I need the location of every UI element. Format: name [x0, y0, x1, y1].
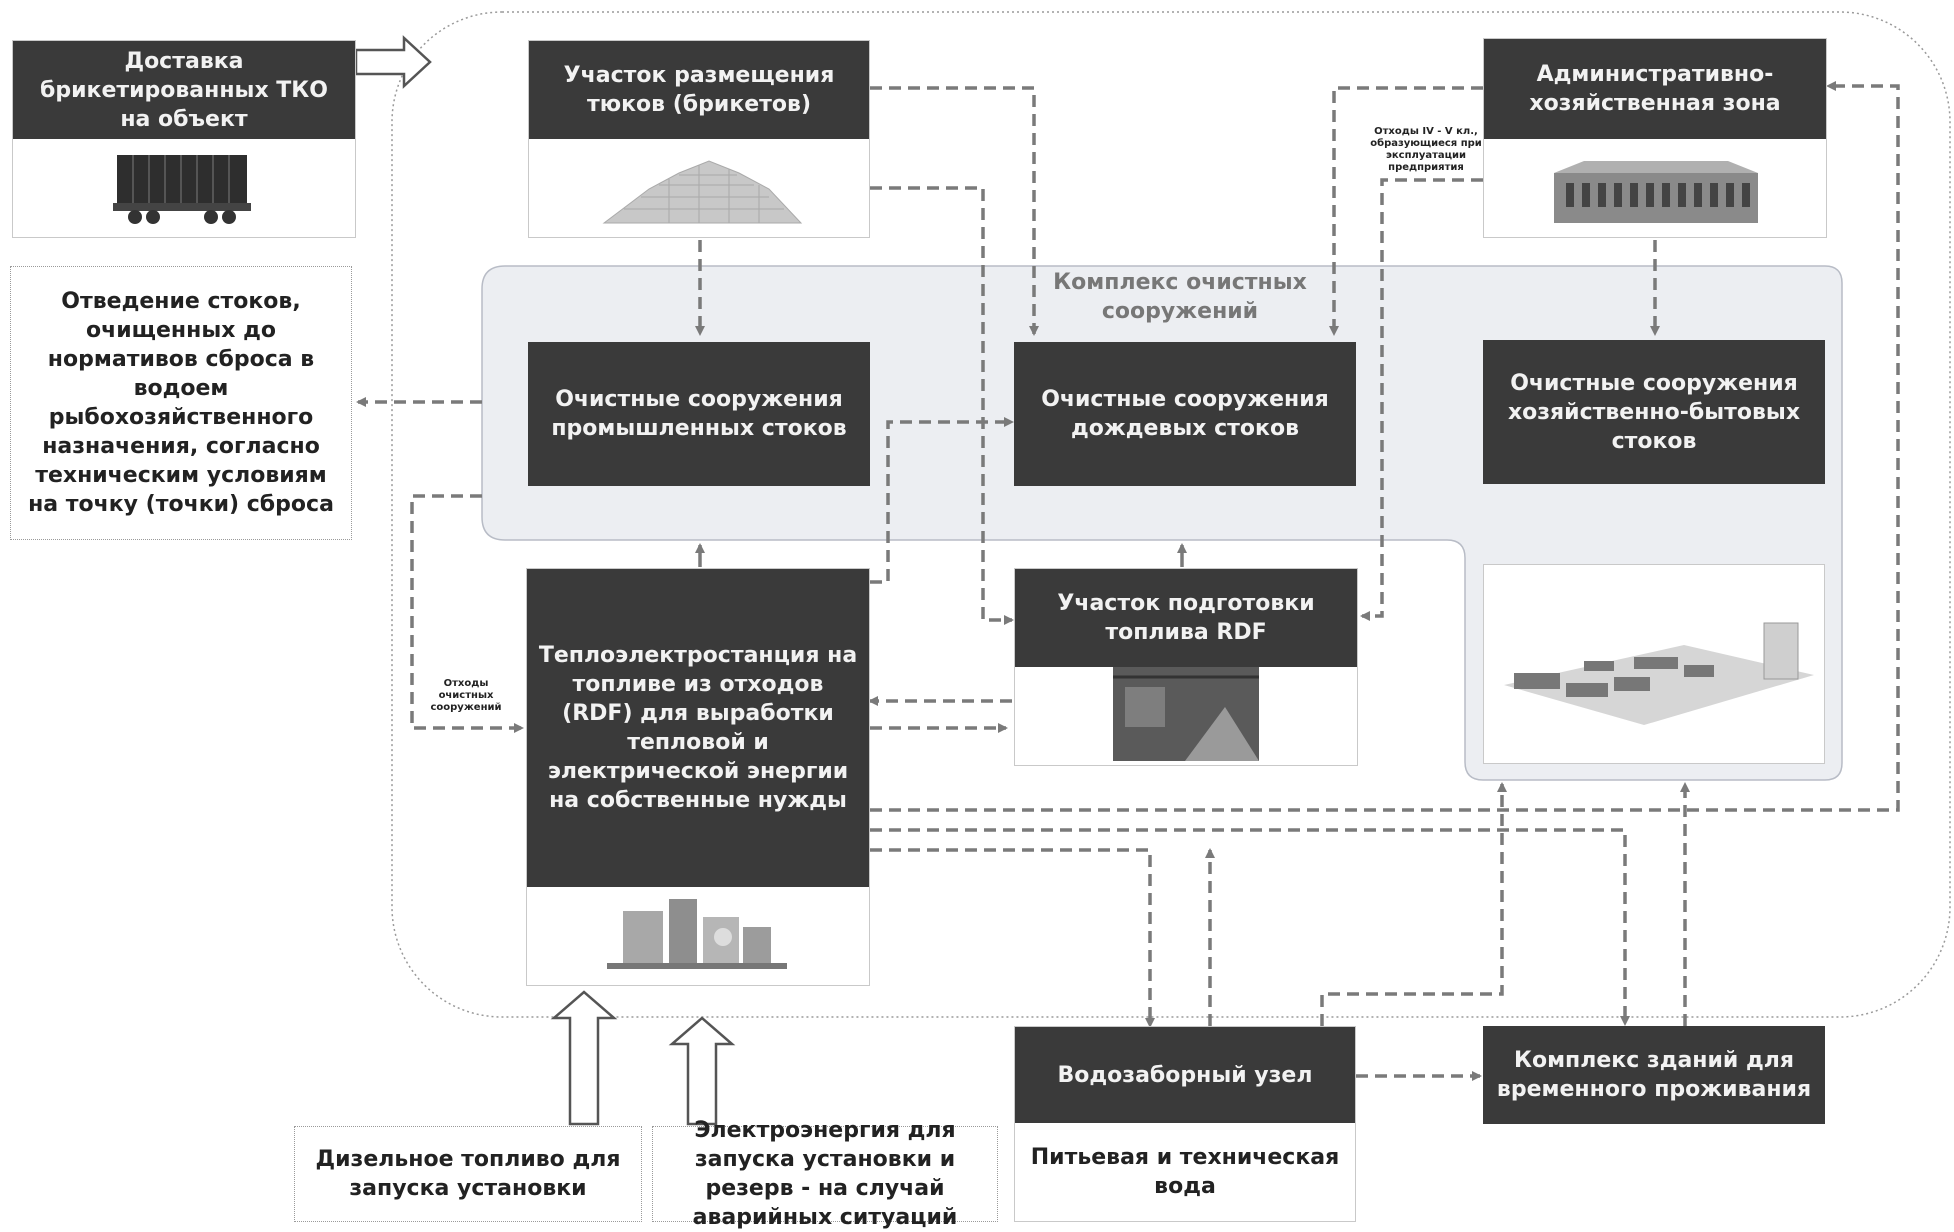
bales-title: Участок размещения тюков (брикетов): [529, 41, 869, 139]
admin-card: Административно-хозяйственная зона: [1483, 38, 1827, 238]
rdf-card: Участок подготовки топлива RDF: [1014, 568, 1358, 766]
electric-text: Электроэнергия для запуска установки и р…: [652, 1118, 998, 1230]
diesel-arrow: [550, 990, 618, 1126]
site-boundary: [391, 11, 1951, 1018]
rdf-title: Участок подготовки топлива RDF: [1015, 569, 1357, 667]
water-intake-card: Водозаборный узел Питьевая и техническая…: [1014, 1026, 1356, 1222]
industrial-treatment-title: Очистные сооружения промышленных стоков: [528, 342, 870, 486]
admin-title: Административно-хозяйственная зона: [1484, 39, 1826, 139]
rain-treatment-card: Очистные сооружения дождевых стоков: [1014, 342, 1356, 486]
industrial-treatment-card: Очистные сооружения промышленных стоков: [528, 342, 870, 486]
housing-card: Комплекс зданий для временного проживани…: [1483, 1026, 1825, 1124]
diesel-text: Дизельное топливо для запуска установки: [294, 1126, 642, 1222]
bales-card: Участок размещения тюков (брикетов): [528, 40, 870, 238]
discharge-text: Отведение стоков, очищенных до нормативо…: [10, 266, 352, 540]
note-waste-iv-v: Отходы IV - V кл., образующиеся при эксп…: [1370, 126, 1482, 173]
domestic-treatment-title: Очистные сооружения хозяйственно-бытовых…: [1483, 340, 1825, 484]
delivery-card: Доставка брикетированных ТКО на объект: [12, 40, 356, 238]
railcar-image: [13, 139, 355, 237]
delivery-title: Доставка брикетированных ТКО на объект: [13, 41, 355, 139]
housing-title: Комплекс зданий для временного проживани…: [1483, 1026, 1825, 1124]
electric-arrow: [668, 1016, 736, 1126]
rain-treatment-title: Очистные сооружения дождевых стоков: [1014, 342, 1356, 486]
admin-building-image: [1484, 139, 1826, 237]
bales-image: [529, 139, 869, 237]
complex-title: Комплекс очистных сооружений: [1053, 270, 1307, 324]
water-intake-title: Водозаборный узел: [1015, 1027, 1355, 1123]
tpp-title: Теплоэлектростанция на топливе из отходо…: [527, 569, 869, 887]
treatment-plant-image: [1483, 564, 1825, 764]
water-intake-subtitle: Питьевая и техническая вода: [1030, 1145, 1340, 1199]
tpp-equipment-image: [527, 887, 869, 985]
note-treatment-waste: Отходы очистных сооружений: [430, 678, 502, 713]
rdf-site-image: [1015, 667, 1357, 765]
tpp-card: Теплоэлектростанция на топливе из отходо…: [526, 568, 870, 986]
delivery-arrow: [354, 35, 432, 89]
domestic-treatment-card: Очистные сооружения хозяйственно-бытовых…: [1483, 340, 1825, 484]
